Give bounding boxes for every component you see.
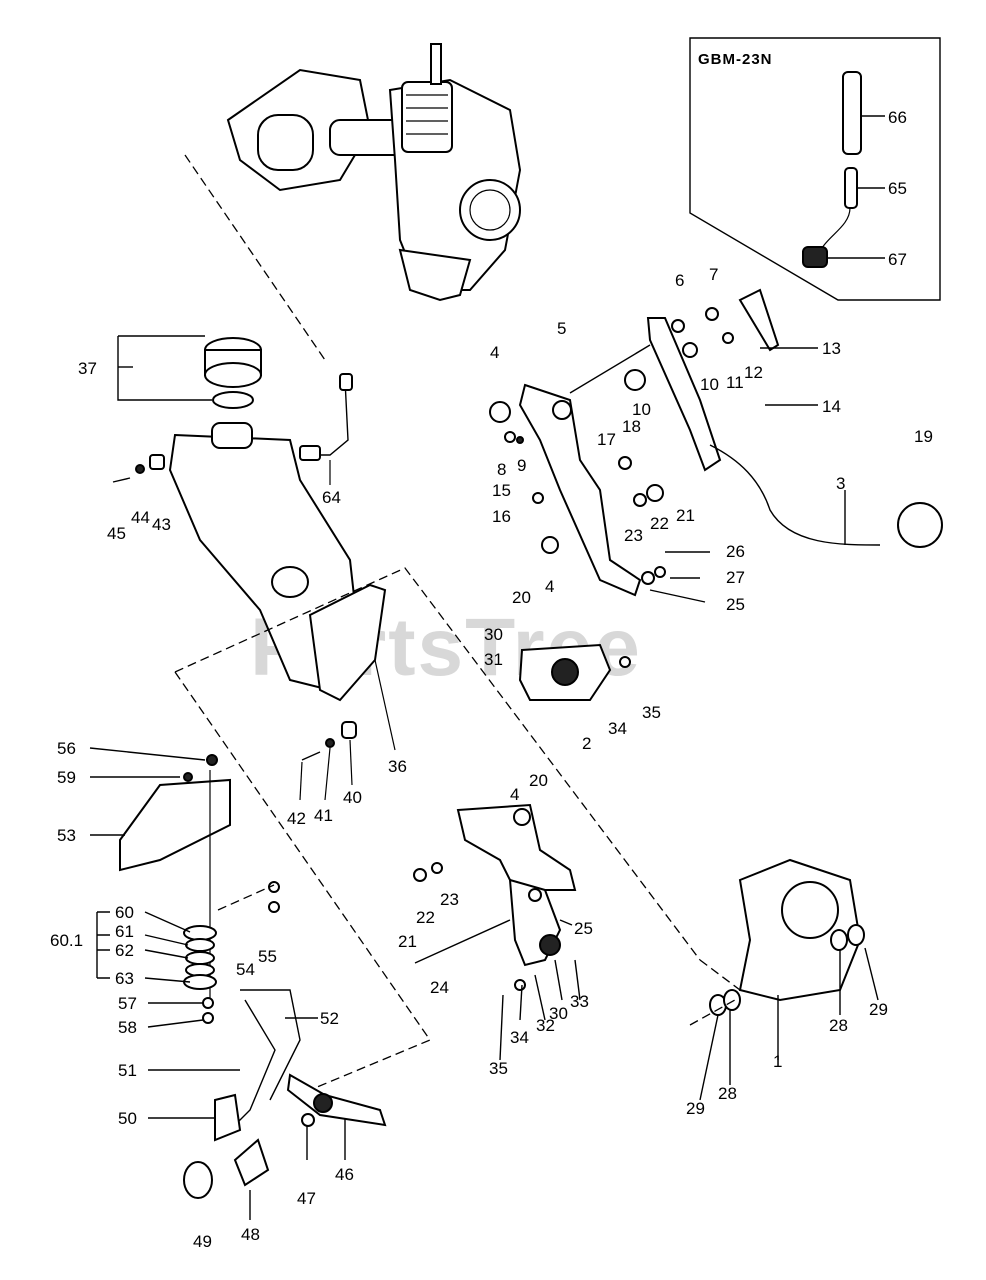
callout: 22 — [416, 908, 435, 927]
callout: 22 — [650, 514, 669, 533]
callout: 58 — [118, 1018, 137, 1037]
callout: 63 — [115, 969, 134, 988]
callout: 32 — [536, 1016, 555, 1035]
callout: 60 — [115, 903, 134, 922]
callout: 64 — [322, 488, 341, 507]
callout: 2 — [582, 734, 591, 753]
callout: 15 — [492, 481, 511, 500]
bracket-lower — [456, 803, 577, 891]
callout: 52 — [320, 1009, 339, 1028]
callout: 59 — [57, 768, 76, 787]
callout: 60.1 — [50, 931, 83, 950]
callout: 21 — [398, 932, 417, 951]
callout: 7 — [709, 265, 718, 284]
callout-labels: 66 65 67 7 6 13 12 11 10 10 5 4 14 8 9 1… — [50, 108, 933, 1251]
callout: 18 — [622, 417, 641, 436]
inset-title: GBM-23N — [698, 51, 773, 68]
callout: 23 — [440, 890, 459, 909]
engine-assembly — [226, 43, 522, 302]
callout: 14 — [822, 397, 841, 416]
tube-part — [842, 71, 862, 155]
callout: 50 — [118, 1109, 137, 1128]
callout: 4 — [545, 577, 554, 596]
callout: 43 — [152, 515, 171, 534]
callout: 3 — [836, 474, 845, 493]
callout: 24 — [430, 978, 449, 997]
callout: 27 — [726, 568, 745, 587]
callout: 55 — [258, 947, 277, 966]
fitting-part — [802, 246, 828, 268]
callout: 29 — [869, 1000, 888, 1019]
callout: 53 — [57, 826, 76, 845]
callout: 47 — [297, 1189, 316, 1208]
callout: 4 — [490, 343, 499, 362]
inset-box: GBM-23N — [689, 37, 941, 301]
callout: 1 — [773, 1052, 782, 1071]
callout: 17 — [597, 430, 616, 449]
callout: 28 — [829, 1016, 848, 1035]
callout: 16 — [492, 507, 511, 526]
callout: 12 — [744, 363, 763, 382]
callout: 61 — [115, 922, 134, 941]
lever-plate — [518, 383, 642, 597]
callout: 44 — [131, 508, 150, 527]
callout: 35 — [642, 703, 661, 722]
callout: 10 — [632, 400, 651, 419]
callout: 30 — [549, 1004, 568, 1023]
callout: 23 — [624, 526, 643, 545]
callout: 57 — [118, 994, 137, 1013]
knob-19 — [897, 502, 943, 548]
callout: 26 — [726, 542, 745, 561]
callout: 54 — [236, 960, 255, 979]
callout: 30 — [484, 625, 503, 644]
callout: 42 — [287, 809, 306, 828]
callout: 4 — [510, 785, 519, 804]
callout: 29 — [686, 1099, 705, 1118]
callout: 66 — [888, 108, 907, 127]
pin-part — [844, 167, 858, 209]
callout: 41 — [314, 806, 333, 825]
callout: 5 — [557, 319, 566, 338]
bracket-53 — [119, 778, 231, 872]
callout: 36 — [388, 757, 407, 776]
callout: 67 — [888, 250, 907, 269]
callout: 56 — [57, 739, 76, 758]
callout: 45 — [107, 524, 126, 543]
callout: 19 — [914, 427, 933, 446]
callout: 21 — [676, 506, 695, 525]
callout: 35 — [489, 1059, 508, 1078]
tank-cap — [117, 335, 262, 409]
callout: 25 — [574, 919, 593, 938]
callout: 31 — [484, 650, 503, 669]
callout: 34 — [608, 719, 627, 738]
callout: 46 — [335, 1165, 354, 1184]
callout: 37 — [78, 359, 97, 378]
callout: 33 — [570, 992, 589, 1011]
callout: 11 — [726, 373, 744, 392]
throttle-bar-3 — [646, 317, 722, 472]
callout: 65 — [888, 179, 907, 198]
callout: 20 — [529, 771, 548, 790]
callout: 9 — [517, 456, 526, 475]
callout: 20 — [512, 588, 531, 607]
callout: 28 — [718, 1084, 737, 1103]
callout: 6 — [675, 271, 684, 290]
leader-lines — [89, 347, 879, 1220]
spring-stack — [183, 925, 217, 990]
callout: 49 — [193, 1232, 212, 1251]
callout: 34 — [510, 1028, 529, 1047]
callout: 10 — [700, 375, 719, 394]
callout: 51 — [118, 1061, 137, 1080]
callout: 62 — [115, 941, 134, 960]
callout: 25 — [726, 595, 745, 614]
callout: 48 — [241, 1225, 260, 1244]
callout: 13 — [822, 339, 841, 358]
callout: 8 — [497, 460, 506, 479]
callout: 40 — [343, 788, 362, 807]
